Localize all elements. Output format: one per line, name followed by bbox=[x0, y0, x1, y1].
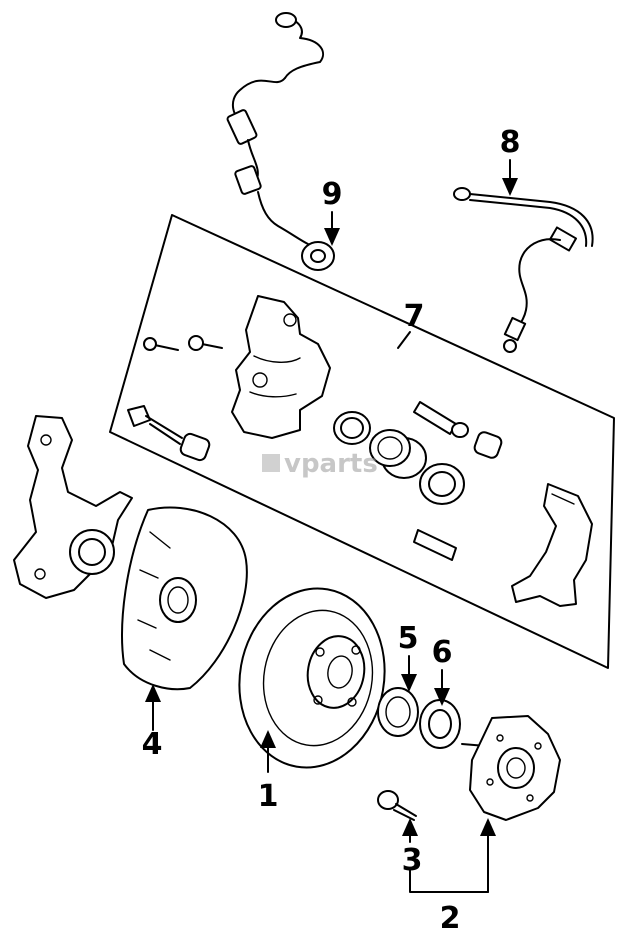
leader-lines bbox=[145, 159, 518, 893]
guide-pin-boot bbox=[179, 432, 211, 462]
caliper-piston bbox=[369, 429, 427, 479]
brake-rotor bbox=[238, 587, 386, 769]
slide-pin-upper bbox=[413, 401, 469, 438]
callout-2: 2 bbox=[440, 901, 461, 936]
hub-seal bbox=[419, 699, 461, 749]
wheel-bearing bbox=[377, 687, 419, 737]
caliper-kit-frame bbox=[109, 214, 615, 669]
splash-shield bbox=[121, 506, 248, 691]
abs-sensor-harness bbox=[226, 12, 335, 271]
brake-hose bbox=[453, 187, 594, 353]
hub-bolt bbox=[377, 790, 417, 821]
caliper-bracket bbox=[511, 483, 593, 607]
callout-4: 4 bbox=[142, 727, 163, 762]
caliper-body bbox=[231, 295, 331, 439]
piston-boot bbox=[419, 463, 465, 505]
watermark: vparts bbox=[262, 449, 378, 479]
wheel-hub bbox=[461, 715, 561, 821]
bleeder-cap bbox=[188, 335, 223, 351]
callout-6: 6 bbox=[432, 635, 453, 670]
callout-5: 5 bbox=[398, 621, 419, 656]
callout-8: 8 bbox=[500, 125, 521, 160]
callout-9: 9 bbox=[322, 177, 343, 212]
callout-7: 7 bbox=[404, 299, 425, 334]
bleeder-screw bbox=[143, 337, 179, 351]
callout-1: 1 bbox=[258, 779, 279, 814]
callout-3: 3 bbox=[402, 843, 423, 878]
slide-pin-lower bbox=[413, 529, 457, 561]
steering-knuckle bbox=[13, 415, 133, 599]
watermark-text: vparts bbox=[284, 449, 378, 479]
slide-pin-boot bbox=[473, 431, 503, 459]
piston-seal bbox=[333, 411, 371, 445]
guide-pin-bolt bbox=[127, 405, 183, 445]
